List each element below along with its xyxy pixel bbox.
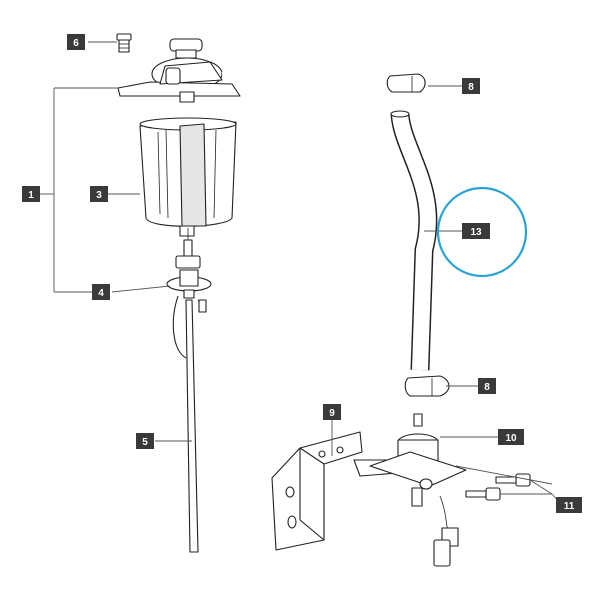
- svg-text:3: 3: [96, 190, 102, 201]
- fuel-pump-part-10: [369, 413, 467, 567]
- callout-8-bottom: 8: [478, 378, 496, 394]
- callout-8-top: 8: [462, 78, 480, 94]
- callout-3: 3: [90, 186, 108, 202]
- callout-10: 10: [498, 429, 524, 445]
- callout-11: 11: [556, 497, 582, 513]
- callout-9: 9: [323, 404, 341, 420]
- callout-5: 5: [136, 433, 154, 449]
- svg-text:10: 10: [505, 433, 517, 444]
- pump-bracket-part-9: [271, 431, 411, 551]
- sensor-harness-part-5: [172, 295, 207, 553]
- svg-text:5: 5: [142, 437, 148, 448]
- filter-cartridge-part-3: [139, 117, 237, 237]
- svg-text:9: 9: [329, 408, 335, 419]
- hose-clamp-bottom-part-8: [404, 375, 450, 397]
- svg-text:4: 4: [98, 288, 104, 299]
- hose-clamp-top-part-8: [386, 73, 426, 93]
- fuel-hose: [390, 110, 438, 371]
- leader-lines: [40, 41, 561, 504]
- filter-head: [117, 38, 264, 112]
- callout-4: 4: [92, 284, 110, 300]
- svg-text:1: 1: [28, 190, 34, 201]
- highlight-circle: [436, 186, 528, 278]
- callout-13: 13: [462, 223, 490, 239]
- svg-text:8: 8: [468, 82, 474, 93]
- water-sensor-part-4: [166, 228, 212, 299]
- bolt-part-6: [116, 33, 132, 53]
- svg-text:13: 13: [470, 227, 482, 238]
- svg-text:11: 11: [564, 501, 575, 512]
- svg-text:8: 8: [484, 382, 490, 393]
- callout-1: 1: [22, 186, 40, 202]
- callout-6: 6: [67, 34, 85, 50]
- svg-text:6: 6: [73, 38, 79, 49]
